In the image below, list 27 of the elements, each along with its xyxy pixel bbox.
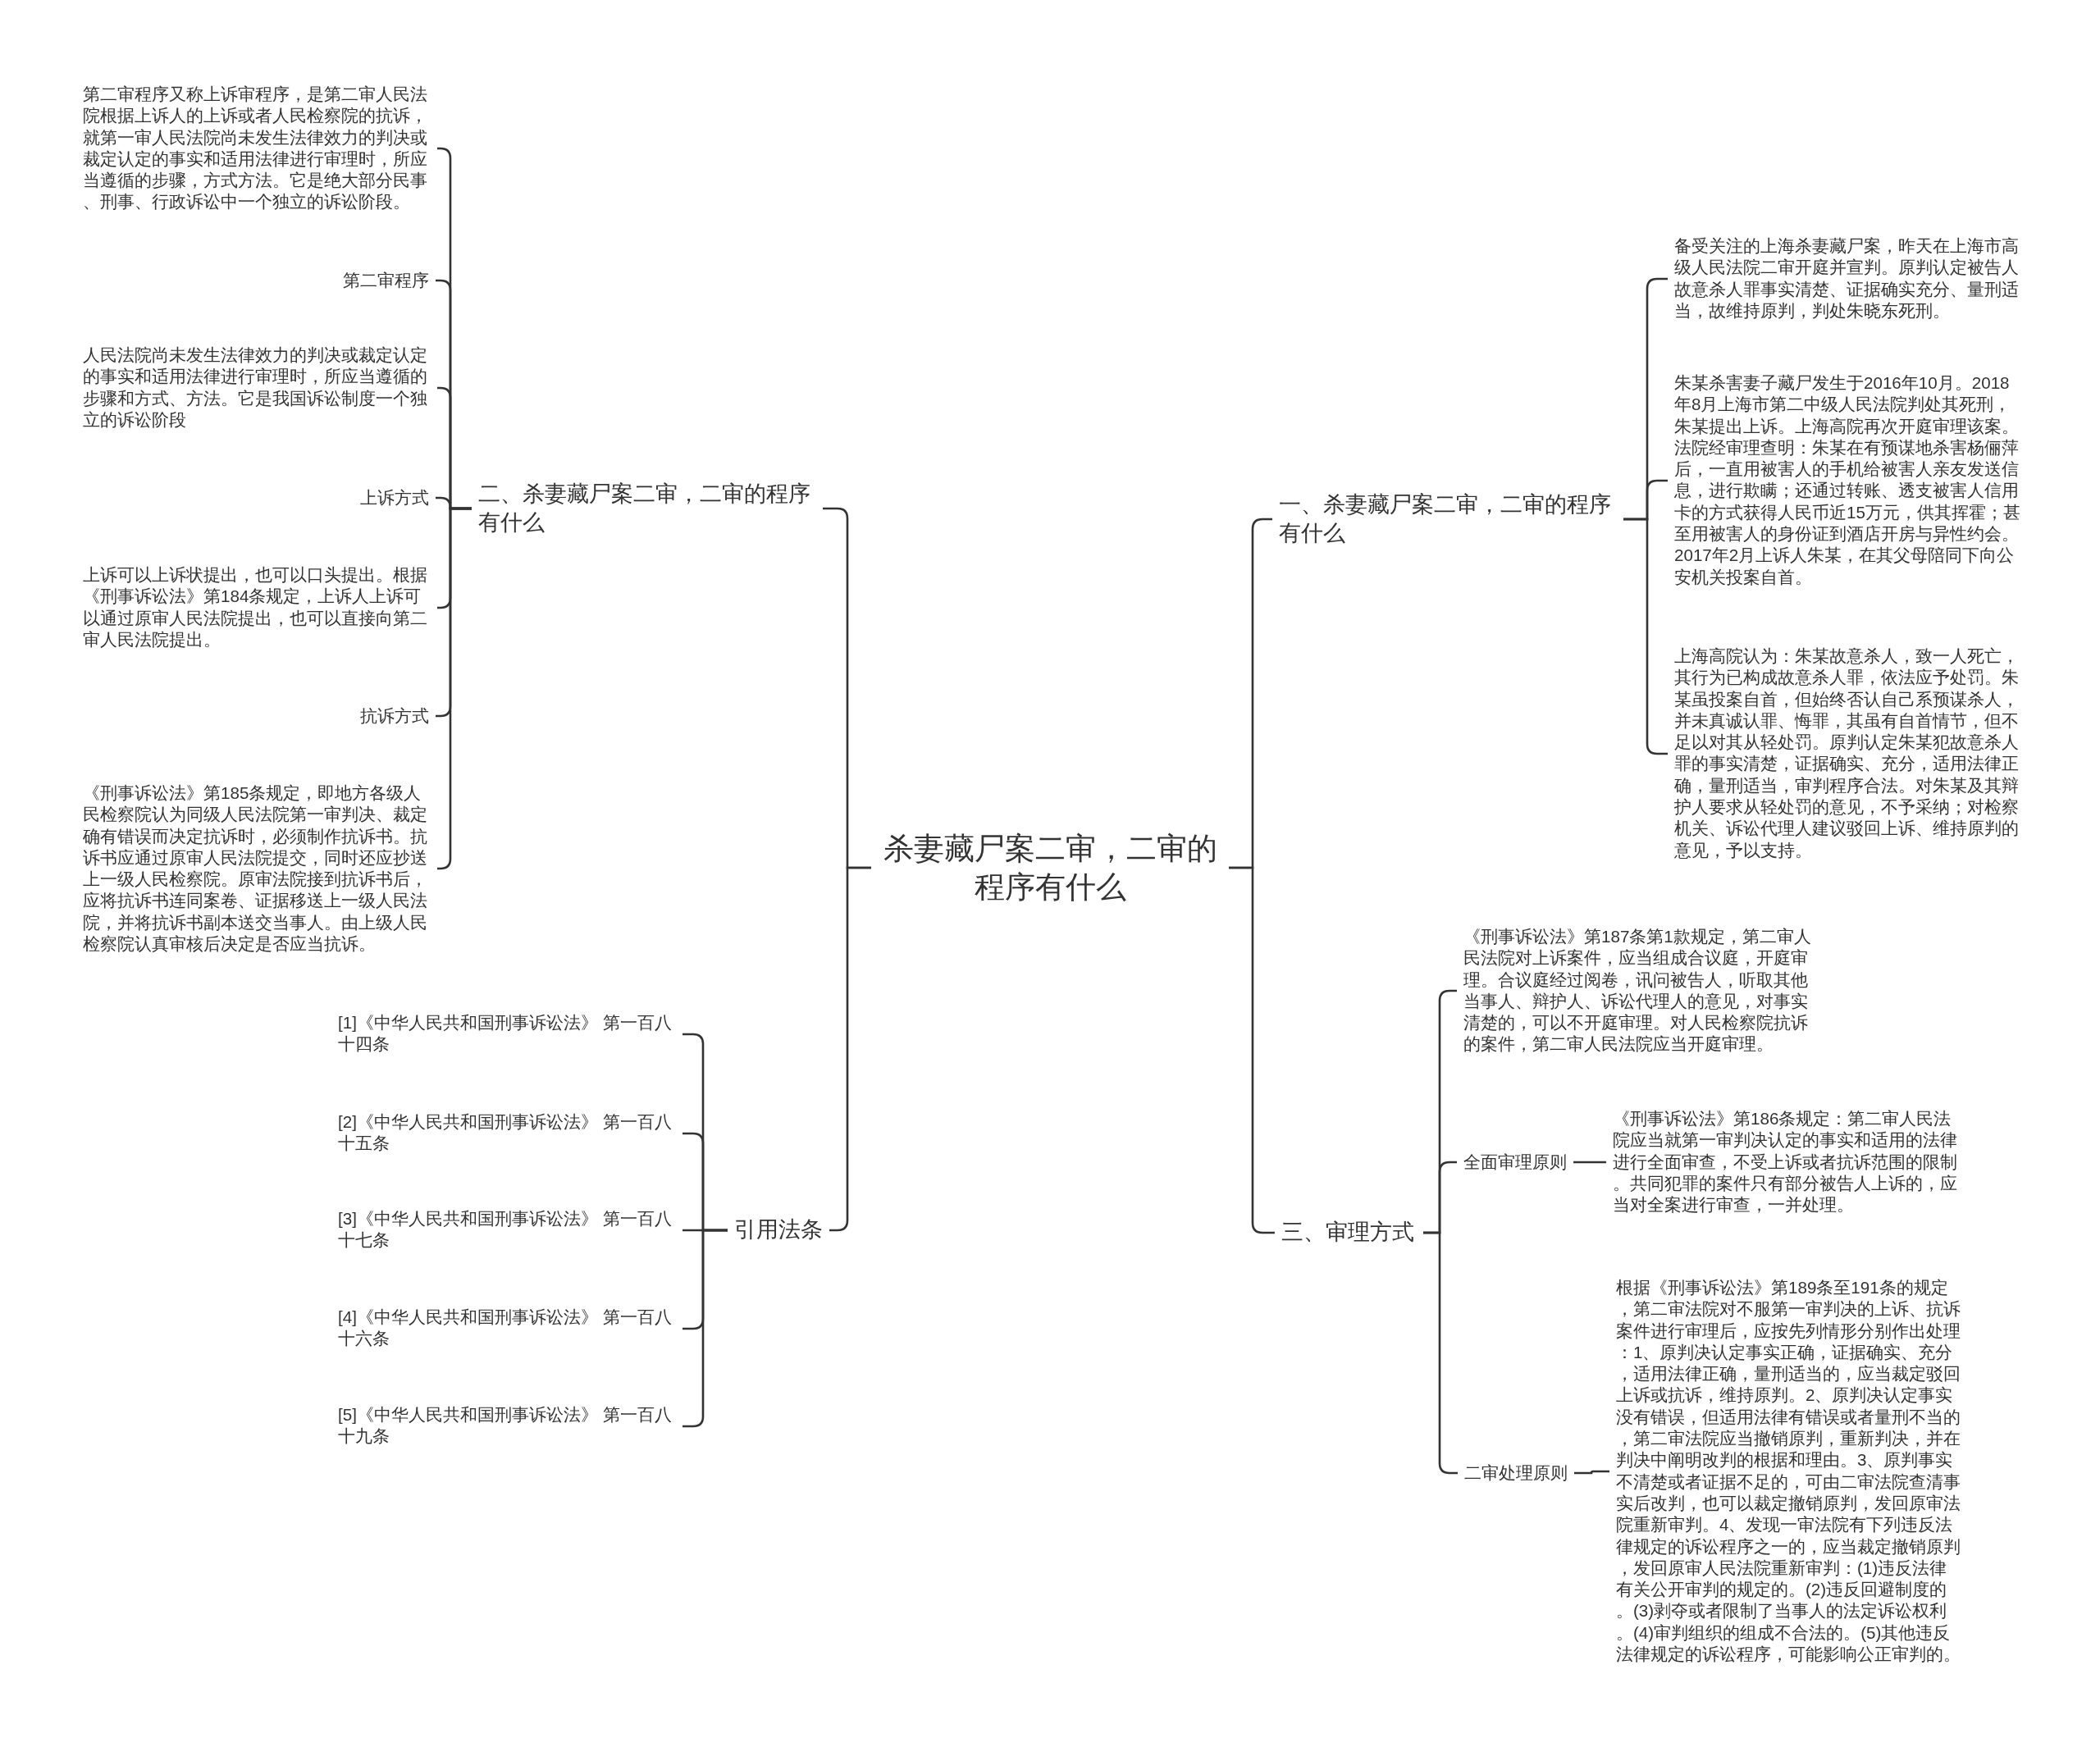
reference-text: [5]《中华人民共和国刑事诉讼法》 第一百八十九条 <box>331 1404 682 1448</box>
connector-line <box>1573 1161 1606 1164</box>
reference-text: [1]《中华人民共和国刑事诉讼法》 第一百八十四条 <box>331 1012 682 1056</box>
reference-text: [2]《中华人民共和国刑事诉讼法》 第一百八十五条 <box>331 1111 682 1155</box>
branch-topic: 一、杀妻藏尸案二审，二审的程序有什么 <box>1272 490 1623 548</box>
subtopic-label: 抗诉方式 <box>350 705 436 727</box>
paragraph-text: 备受关注的上海杀妻藏尸案，昨天在上海市高级人民法院二审开庭并宣判。原判认定被告人故意杀人罪事实清楚、证据确实充分、量刑适当，故维持原判，判处朱晓东死刑。 <box>1668 235 2029 322</box>
paragraph-text: 人民法院尚未发生法律效力的判决或裁定认定的事实和适用法律进行审理时，所应当遵循的步骤和方式、方法。它是我国诉讼制度一个独立的诉讼阶段 <box>76 344 437 431</box>
subtopic-label: 全面审理原则 <box>1457 1152 1573 1174</box>
paragraph-text: 上海高院认为：朱某故意杀人，致一人死亡，其行为已构成故意杀人罪，依法应予处罚。朱某虽投案自首，但始终否认自己系预谋杀人，并未真诚认罪、悔罪，其虽有自首情节，但不足以对其从轻处罚。原判认定朱某犯故意杀人罪的事实清楚，证据确实、充分，适用法律正确，量刑适当，审判程序合法。对朱某及其辩护人要求从轻处罚的意见，不予采纳；对检察机关、诉讼代理人建议驳回上诉、维持原判的意见，予以支持。 <box>1668 645 2029 861</box>
paragraph-text: 根据《刑事诉讼法》第189条至191条的规定，第二审法院对不服第一审判决的上诉、抗诉案件进行审理后，应按先列情形分别作出处理：1、原判决认定事实正确，证据确实、充分，适用法律正确，量刑适当的，应当裁定驳回上诉或抗诉，维持原判。2、原判决认定事实没有错误，但适用法律有错误或者量刑不当的，第二审法院应当撤销原判，重新判决，并在判决中阐明改判的根据和理由。3、原判事实不清楚或者证据不足的，可由二审法院查清事实后改判，也可以裁定撤销原判，发回原审法院重新审判。4、发现一审法院有下列违反法律规定的诉讼程序之一的，应当裁定撤销原判，发回原审人民法院重新审判：(1)违反法律有关公开审判的规定的。(2)违反回避制度的。(3)剥夺或者限制了当事人的法定诉讼权利。(4)审判组织的组成不合法的。(5)其他违反法律规定的诉讼程序，可能影响公正审判的。 <box>1609 1277 1970 1666</box>
paragraph-text: 《刑事诉讼法》第186条规定：第二审人民法院应当就第一审判决认定的事实和适用的法律进行全面审查，不受上诉或者抗诉范围的限制。共同犯罪的案件只有部分被告人上诉的，应当对全案进行审查，一并处理。 <box>1606 1108 1967 1216</box>
branch-topic: 引用法条 <box>728 1216 829 1244</box>
branch-topic: 二、杀妻藏尸案二审，二审的程序有什么 <box>472 480 823 537</box>
paragraph-text: 《刑事诉讼法》第185条规定，即地方各级人民检察院认为同级人民法院第一审判决、裁定确有错误而决定抗诉时，必须制作抗诉书。抗诉书应通过原审人民法院提交，同时还应抄送上一级人民检察院。原审法院接到抗诉书后，应将抗诉书连同案卷、证据移送上一级人民法院，并将抗诉书副本送交当事人。由上级人民检察院认真审核后决定是否应当抗诉。 <box>76 782 437 956</box>
subtopic-label: 上诉方式 <box>350 487 436 509</box>
reference-text: [4]《中华人民共和国刑事诉讼法》 第一百八十六条 <box>331 1307 682 1350</box>
subtopic-label: 第二审程序 <box>332 270 436 292</box>
central-topic: 杀妻藏尸案二审，二审的程序有什么 <box>871 829 1229 906</box>
paragraph-text: 朱某杀害妻子藏尸发生于2016年10月。2018年8月上海市第二中级人民法院判处其死刑，朱某提出上诉。上海高院再次开庭审理该案。法院经审理查明：朱某在有预谋地杀害杨俪萍后，一直用被害人的手机给被害人亲友发送信息，进行欺瞒；还通过转账、透支被害人信用卡的方式获得人民币近15万元，供其挥霍；甚至用被害人的身份证到酒店开房与异性约会。2017年2月上诉人朱某，在其父母陪同下向公安机关投案自首。 <box>1668 372 2029 588</box>
paragraph-text: 上诉可以上诉状提出，也可以口头提出。根据《刑事诉讼法》第184条规定，上诉人上诉可以通过原审人民法院提出，也可以直接向第二审人民法院提出。 <box>76 564 437 651</box>
subtopic-label: 二审处理原则 <box>1458 1462 1574 1485</box>
reference-text: [3]《中华人民共和国刑事诉讼法》 第一百八十七条 <box>331 1208 682 1252</box>
paragraph-text: 《刑事诉讼法》第187条第1款规定，第二审人民法院对上诉案件，应当组成合议庭，开庭审理。合议庭经过阅卷，讯问被告人，听取其他当事人、辩护人、诉讼代理人的意见，对事实清楚的，可以不开庭审理。对人民检察院抗诉的案件，第二审人民法院应当开庭审理。 <box>1457 926 1818 1056</box>
paragraph-text: 第二审程序又称上诉审程序，是第二审人民法院根据上诉人的上诉或者人民检察院的抗诉，就第一审人民法院尚未发生法律效力的判决或裁定认定的事实和适用法律进行审理时，所应当遵循的步骤，方式方法。它是绝大部分民事、刑事、行政诉讼中一个独立的诉讼阶段。 <box>76 84 437 213</box>
connector-line <box>1574 1470 1609 1475</box>
branch-topic: 三、审理方式 <box>1275 1218 1423 1247</box>
